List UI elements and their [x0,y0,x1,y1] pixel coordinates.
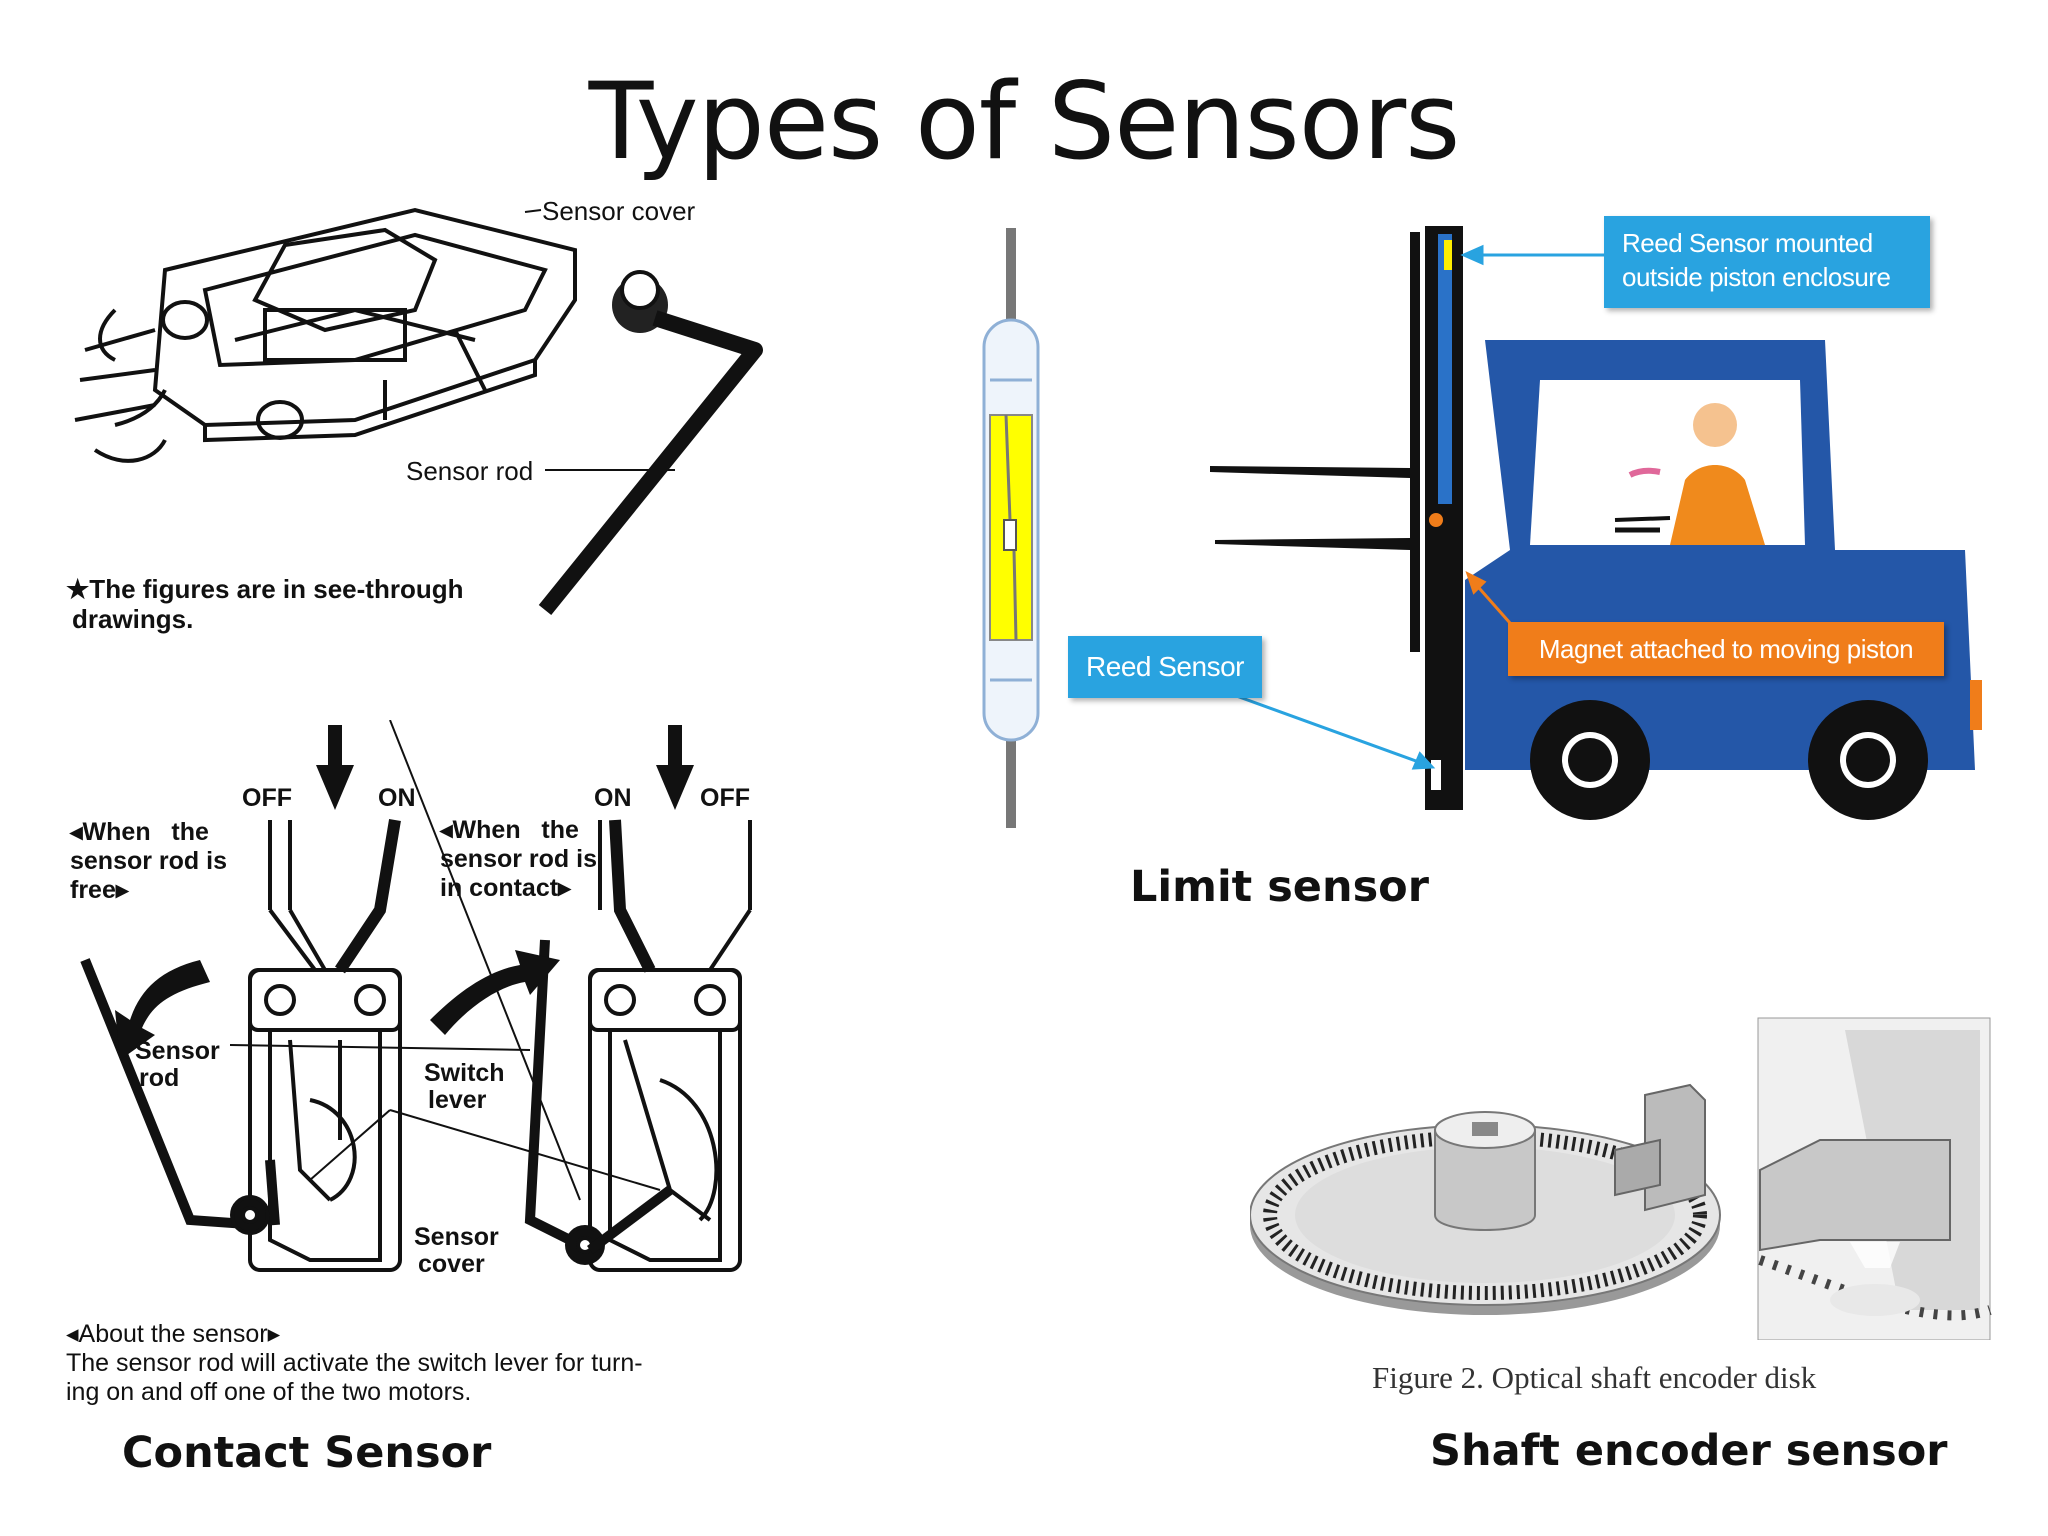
about-sensor-line2: ing on and off one of the two motors. [66,1378,472,1406]
label-on-right: ON [594,784,632,812]
label-switch-sensor-cover-line1: Sensor [414,1223,499,1251]
text-rod-free-line3: free▸ [70,876,129,904]
label-sensor-cover: Sensor cover [542,196,696,226]
sensor-cover-drawing [74,207,577,463]
reed-sensor-glass [982,228,1040,828]
text-rod-contact-line1: ◂When the [440,816,579,844]
contact-sensor-switch-diagram [80,720,752,1272]
shaft-encoder-illustration [1250,1017,1992,1340]
sensor-rod-drawing [538,310,763,616]
callout-reed-sensor-mounted: Reed Sensor mounted outside piston enclo… [1604,216,1930,308]
text-rod-contact-line3: in contact▸ [440,874,571,902]
forklift-body [1465,340,1982,820]
about-sensor-heading: ◂About the sensor▸ [66,1320,281,1348]
label-off-left: OFF [242,784,292,812]
label-switch-lever-line1: Switch [424,1059,505,1087]
limit-sensor-illustration [982,226,1982,828]
note-see-through-line1: ★The figures are in see-through [66,574,464,604]
about-sensor-text: ◂About the sensor▸ The sensor rod will a… [66,1320,643,1407]
label-switch-sensor-rod-line1: Sensor [135,1037,220,1065]
caption-limit-sensor: Limit sensor [1130,862,1429,912]
caption-shaft-encoder: Shaft encoder sensor [1430,1426,1948,1476]
note-see-through-line2: drawings. [72,604,194,634]
callout-reed-sensor-mounted-line2: outside piston enclosure [1622,262,1891,292]
text-rod-free-line1: ◂When the [70,818,209,846]
text-rod-contact-line2: sensor rod is [440,845,597,873]
contact-sensor-assembly-drawing [74,207,763,616]
label-on-left: ON [378,784,416,812]
label-switch-sensor-cover-line2: cover [418,1250,485,1278]
callout-magnet: Magnet attached to moving piston [1508,622,1944,676]
slide-title: Types of Sensors [588,60,1461,183]
label-switch-lever-line2: lever [428,1086,487,1114]
encoder-disk [1250,1083,1721,1315]
caption-contact-sensor: Contact Sensor [122,1428,492,1478]
label-sensor-rod: Sensor rod [406,456,534,486]
encoder-inset [1757,1017,1992,1340]
about-sensor-line1: The sensor rod will activate the switch … [66,1349,643,1377]
text-rod-free-line2: sensor rod is [70,847,227,875]
label-switch-sensor-rod-line2: rod [139,1064,180,1092]
label-off-right: OFF [700,784,750,812]
callout-reed-sensor-mounted-line1: Reed Sensor mounted [1622,228,1873,258]
figure-caption-encoder: Figure 2. Optical shaft encoder disk [1372,1360,1817,1395]
callout-reed-sensor: Reed Sensor [1068,636,1262,698]
